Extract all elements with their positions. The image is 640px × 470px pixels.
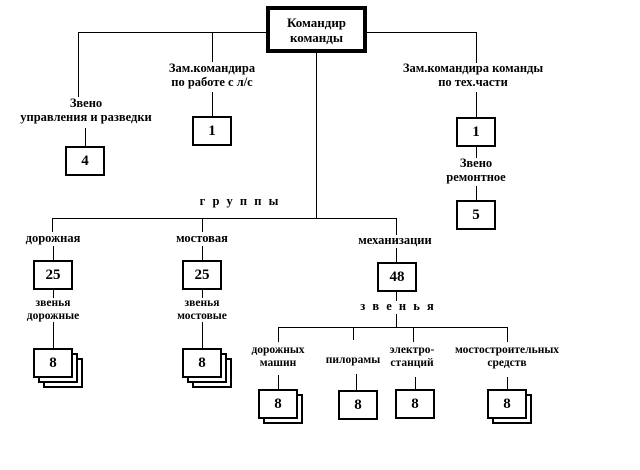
bridgebuild-units-count-box: 8 (487, 389, 527, 419)
connector-mech-units-label-drop (396, 292, 397, 301)
road-units-label: звенья дорожные (26, 297, 80, 322)
electro-unit-label: электро- станций (389, 344, 435, 369)
road-group-count-box: 25 (33, 260, 73, 290)
recon-unit-count-box: 4 (65, 146, 105, 176)
deputy-personnel-count-box: 1 (192, 116, 232, 146)
connector-personnel-drop (212, 32, 213, 62)
bridge-units-count-box: 8 (182, 348, 222, 378)
connector-bridge-count-drop (202, 246, 203, 260)
connector-mech-units (278, 327, 507, 328)
roadmach-units-count-box: 8 (258, 389, 298, 419)
connector-mech-units-bus-drop (396, 314, 397, 327)
repair-unit-label: Звено ремонтное (446, 156, 506, 184)
connector-repair-label-drop (476, 145, 477, 158)
connector-road-count-drop (53, 246, 54, 260)
deputy-personnel-label: Зам.командира по работе с л/с (168, 61, 256, 89)
connector-commander-drop (316, 52, 317, 218)
connector-roadmach-drop (278, 327, 279, 342)
connector-top-right (367, 32, 476, 33)
sawmill-unit-label: пилорамы (325, 354, 381, 366)
connector-roadmach-box-drop (278, 375, 279, 389)
mech-units-label: з в е н ь я (360, 299, 436, 313)
electro-units-stack: 8 (395, 389, 435, 419)
deputy-tech-count-box: 1 (456, 117, 496, 147)
connector-bridge-units-box-drop (202, 322, 203, 348)
road-units-count-box: 8 (33, 348, 73, 378)
connector-bridgebuild-box-drop (507, 377, 508, 389)
connector-road-units-box-drop (53, 322, 54, 348)
connector-bridge-units-label-drop (202, 290, 203, 298)
bridgebuild-units-stack: 8 (487, 389, 532, 424)
connector-groups (52, 218, 397, 219)
bridge-group-label: мостовая (176, 231, 228, 245)
commander-label-line1: Командир (286, 14, 347, 30)
connector-tech-box-drop (476, 92, 477, 117)
road-units-stack: 8 (33, 348, 83, 388)
repair-unit-count-box: 5 (456, 200, 496, 230)
bridge-units-stack: 8 (182, 348, 232, 388)
connector-road-units-label-drop (53, 290, 54, 298)
connector-top-left (78, 32, 266, 33)
sawmill-units-count-box: 8 (338, 390, 378, 420)
connector-electro-drop (413, 327, 414, 342)
connector-bridge-group-drop (202, 218, 203, 232)
connector-road-group-drop (52, 218, 53, 232)
connector-mech-group-drop (396, 218, 397, 235)
roadmach-units-stack: 8 (258, 389, 303, 424)
recon-unit-label: Звено управления и разведки (20, 96, 152, 124)
electro-units-count-box: 8 (395, 389, 435, 419)
commander-label-line2: команды (289, 29, 344, 45)
bridge-units-label: звенья мостовые (177, 297, 227, 322)
commander-box: Командир команды (266, 6, 367, 53)
connector-personnel-box-drop (212, 92, 213, 116)
mech-group-count-box: 48 (377, 262, 417, 292)
road-group-label: дорожная (25, 231, 81, 245)
connector-repair-box-drop (476, 186, 477, 200)
groups-label: г р у п п ы (199, 194, 281, 208)
roadmach-unit-label: дорожных машин (251, 344, 305, 369)
deputy-tech-label: Зам.командира команды по тех.части (402, 61, 544, 89)
connector-mech-count-drop (396, 248, 397, 262)
connector-sawmill-box-drop (356, 374, 357, 390)
connector-tech-drop (476, 32, 477, 63)
sawmill-units-stack: 8 (338, 390, 378, 420)
mech-group-label: механизации (358, 233, 432, 247)
connector-bridgebuild-drop (507, 327, 508, 342)
connector-recon-box-drop (85, 128, 86, 146)
connector-recon-drop (78, 32, 79, 97)
bridge-group-count-box: 25 (182, 260, 222, 290)
connector-electro-box-drop (415, 377, 416, 389)
connector-sawmill-drop (353, 327, 354, 340)
bridgebuild-unit-label: мостостроительных средств (454, 344, 560, 369)
